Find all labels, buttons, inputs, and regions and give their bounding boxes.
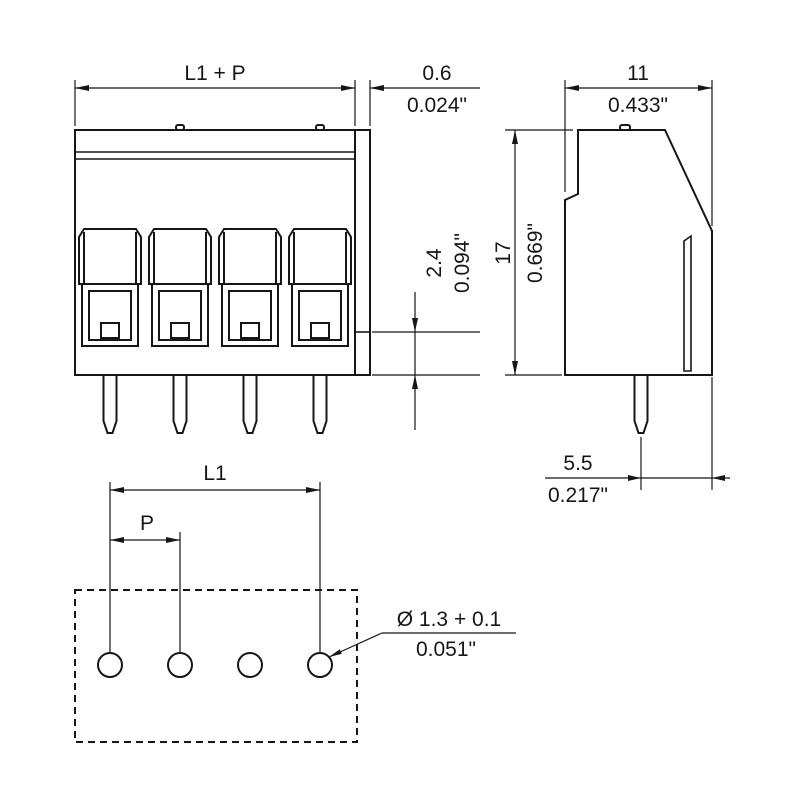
dim-height-in-label: 0.669" [524,223,547,283]
dim-setback: 2.4 0.094" [355,233,480,430]
dim-pin-offset-mm-label: 5.5 [563,452,592,475]
latch-bump [175,124,185,131]
hole-dia-mm-label: Ø 1.3 + 0.1 [397,608,502,631]
pcb-outline [74,589,358,743]
dim-cover: 0.6 0.024" [370,62,480,117]
drill-hole [237,652,263,678]
latch-bump [619,124,631,131]
dim-height-mm-label: 17 [492,241,515,264]
dim-setback-in-label: 0.094" [451,233,474,293]
side-housing [564,129,713,376]
front-cover-edge [354,129,371,376]
side-view: 11 0.433" 17 0.669" 5.5 0.217" [492,62,730,507]
dim-p-label: P [140,512,154,535]
footprint-view: L1 P Ø 1.3 + 0.1 0.051" [74,462,516,743]
dim-setback-mm-label: 2.4 [423,248,446,278]
drill-hole [307,652,333,678]
hole-dia-in-label: 0.051" [416,638,476,661]
dim-depth: 11 0.433" [564,62,713,226]
hole-diameter-callout: Ø 1.3 + 0.1 0.051" [328,608,516,661]
dim-cover-mm-label: 0.6 [422,62,451,85]
dim-depth-in-label: 0.433" [608,94,668,117]
side-slot [683,234,692,372]
dim-pin-offset-in-label: 0.217" [548,484,608,507]
dim-p: P [110,512,181,652]
dim-height: 17 0.669" [492,129,573,376]
dim-depth-mm-label: 11 [627,62,649,85]
dim-l1p-label: L1 + P [184,62,245,85]
drill-hole [97,652,123,678]
dim-l1: L1 [109,462,321,652]
dim-total-width: L1 + P [74,62,371,126]
dim-l1-label: L1 [203,462,226,485]
drill-hole [167,652,193,678]
dim-cover-in-label: 0.024" [407,94,467,117]
dim-pin-offset: 5.5 0.217" [545,377,730,507]
front-view: L1 + P 0.6 0.024" 2.4 0.094" [74,62,480,434]
latch-bump [315,124,325,131]
